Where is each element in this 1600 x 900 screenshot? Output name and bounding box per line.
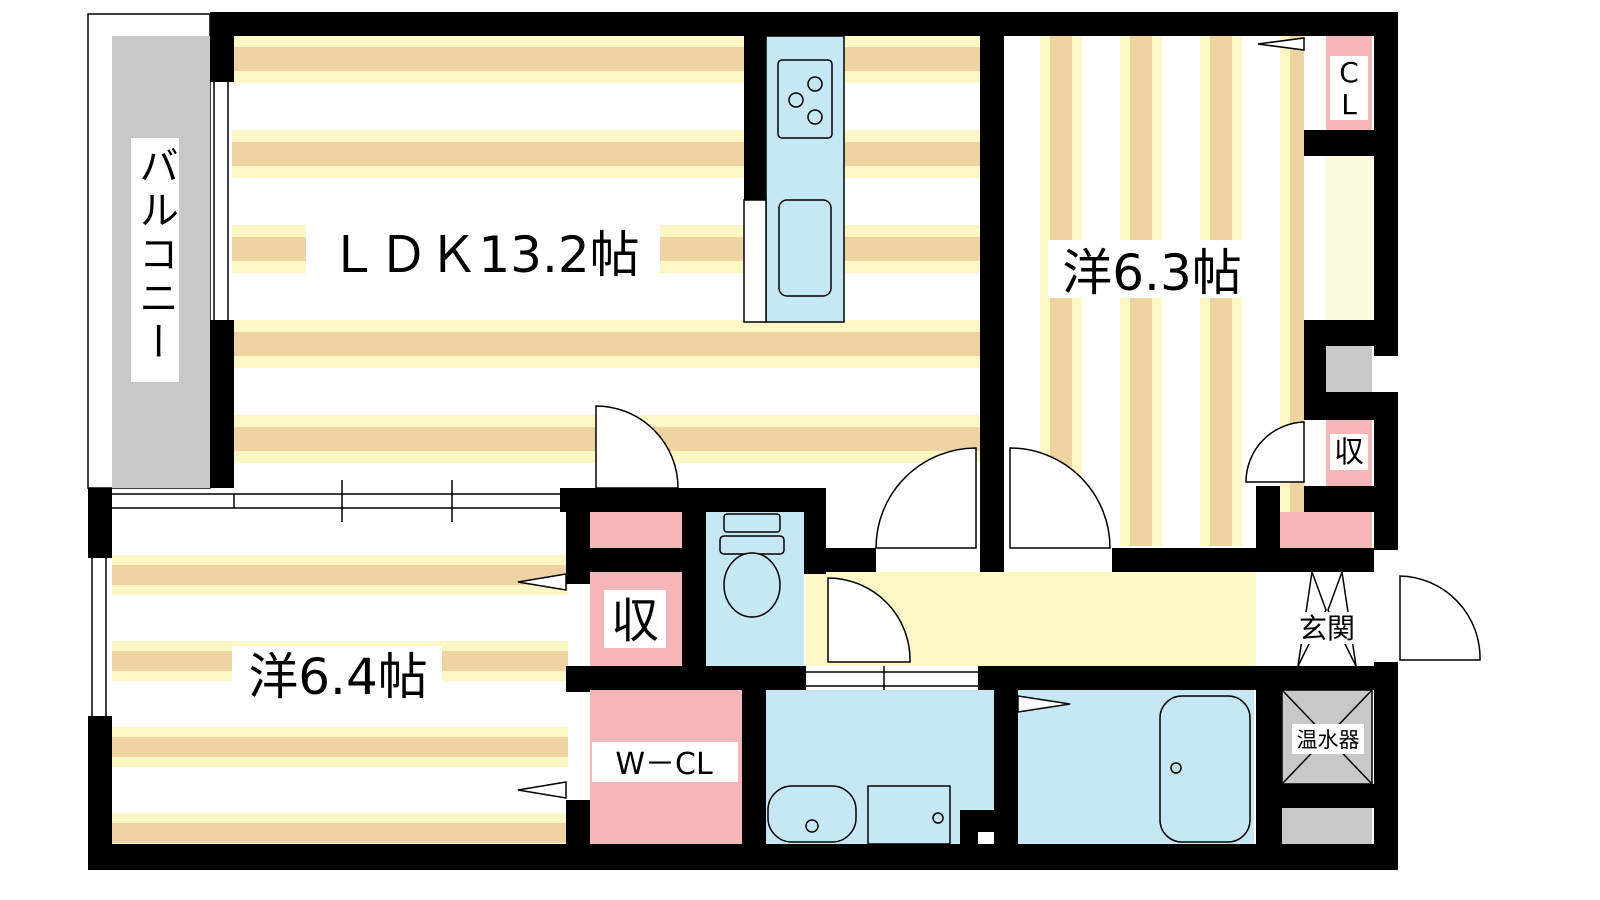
door-arc-east-room bbox=[1009, 447, 1111, 549]
sliding-door-markers bbox=[517, 37, 1305, 799]
door-arc-entrance bbox=[1399, 575, 1481, 661]
closet-cl-label-top: C bbox=[1339, 56, 1359, 89]
kitchen-counter bbox=[743, 35, 845, 323]
closet-cl-label-bottom: L bbox=[1341, 88, 1357, 121]
walk-in-closet-label: W－CL bbox=[615, 747, 713, 782]
door-arc-storage bbox=[595, 405, 679, 489]
toilet-icon bbox=[723, 552, 781, 618]
exterior-unit bbox=[1282, 808, 1372, 844]
door-swings bbox=[595, 405, 1481, 667]
ldk-label: ＬＤＫ13.2帖 bbox=[328, 226, 639, 284]
bathroom bbox=[1018, 690, 1254, 844]
storage-east-label: 収 bbox=[1334, 435, 1364, 470]
bathtub-icon bbox=[1159, 695, 1251, 843]
stove-icon bbox=[777, 59, 833, 139]
wash-basin-icon bbox=[767, 785, 857, 843]
door-arc-storage-east bbox=[1245, 421, 1305, 483]
sink-icon bbox=[778, 199, 832, 297]
toilet-room bbox=[706, 512, 804, 666]
window-lines bbox=[91, 82, 1393, 716]
western-room-sw-label: 洋6.4帖 bbox=[248, 648, 428, 706]
balcony: バルコニー bbox=[87, 13, 211, 489]
western-room-east-label: 洋6.3帖 bbox=[1062, 244, 1242, 302]
door-arc-toilet bbox=[827, 577, 911, 663]
washroom bbox=[766, 690, 994, 845]
door-arc-ldk bbox=[875, 447, 977, 549]
water-heater: 温水器 bbox=[1281, 689, 1373, 785]
balcony-label: バルコニー bbox=[132, 145, 178, 365]
water-heater-label: 温水器 bbox=[1297, 728, 1360, 752]
storage-west-upper bbox=[590, 512, 682, 548]
washing-machine-icon bbox=[867, 785, 951, 845]
shoe-cabinet bbox=[1280, 512, 1372, 548]
entrance-label: 玄関 bbox=[1299, 612, 1355, 645]
storage-west-label: 収 bbox=[611, 593, 659, 649]
meter-box bbox=[1326, 346, 1372, 392]
